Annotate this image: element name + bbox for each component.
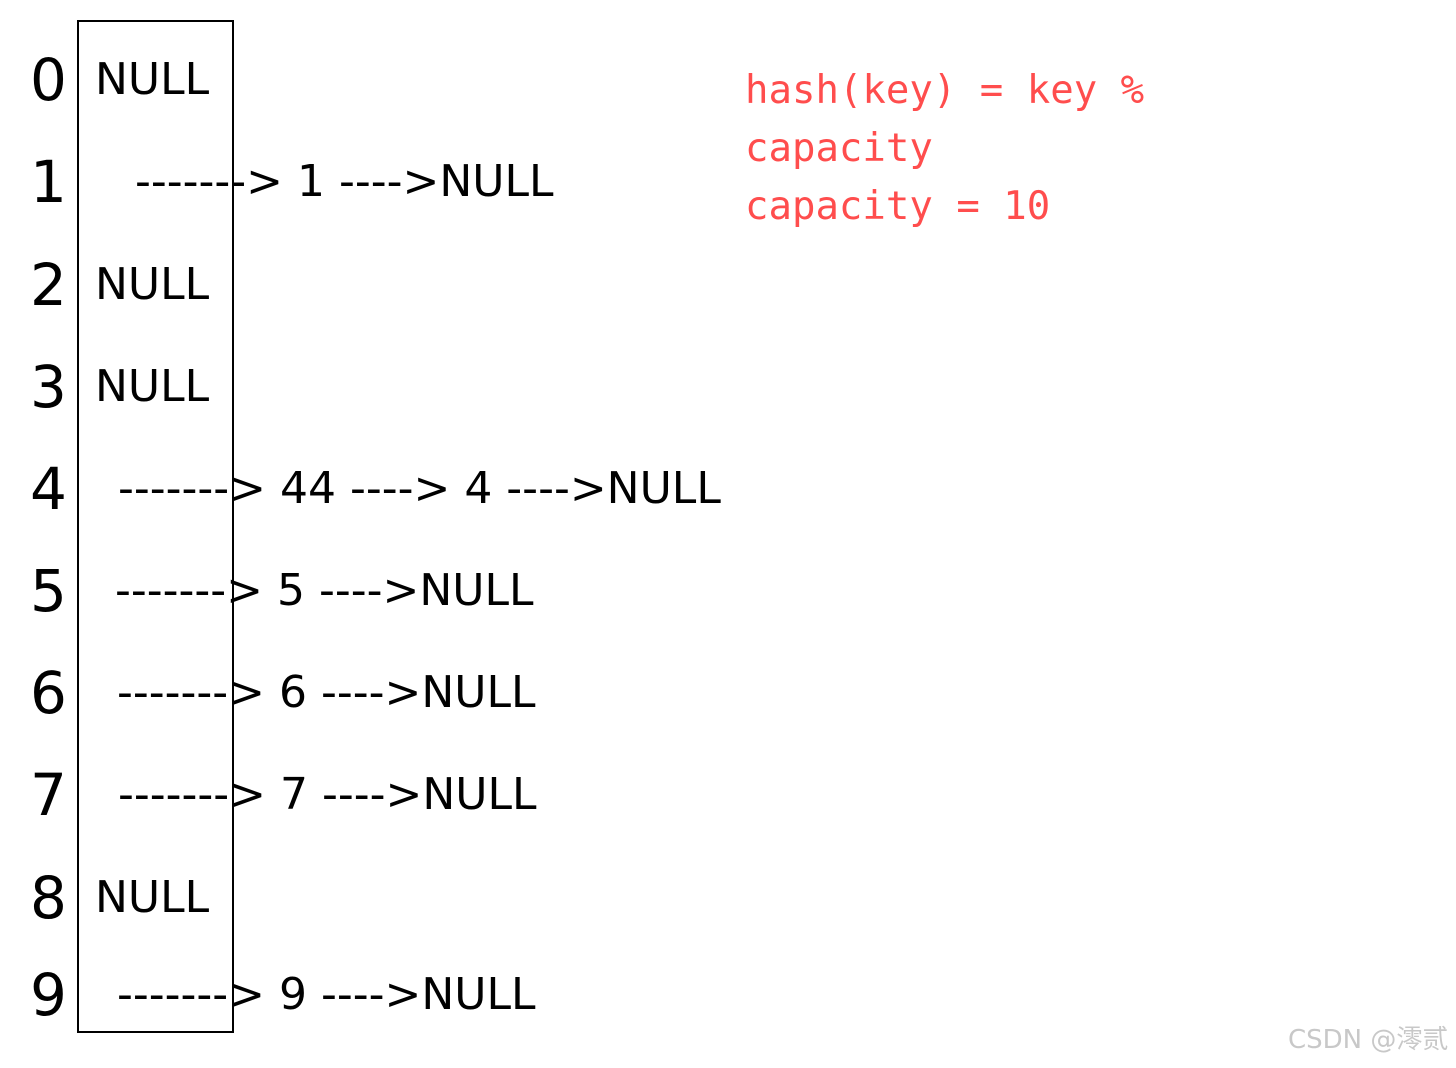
bucket-row-3: 3 NULL bbox=[0, 347, 900, 427]
bucket-index: 6 bbox=[30, 659, 67, 727]
bucket-row-5: 5 -------> 5 ---->NULL bbox=[0, 551, 900, 631]
bucket-row-6: 6 -------> 6 ---->NULL bbox=[0, 653, 900, 733]
bucket-index: 1 bbox=[30, 148, 67, 216]
bucket-row-7: 7 -------> 7 ---->NULL bbox=[0, 755, 900, 835]
bucket-row-2: 2 NULL bbox=[0, 245, 900, 325]
bucket-null-label: NULL bbox=[95, 54, 210, 105]
bucket-index: 9 bbox=[30, 961, 67, 1029]
hash-formula: hash(key) = key % capacity capacity = 10 bbox=[745, 62, 1144, 236]
formula-line-3: capacity = 10 bbox=[745, 184, 1051, 229]
bucket-array-box bbox=[77, 20, 234, 1033]
bucket-null-label: NULL bbox=[95, 872, 210, 923]
bucket-row-1: 1 -------> 1 ---->NULL bbox=[0, 142, 900, 222]
bucket-row-9: 9 -------> 9 ---->NULL bbox=[0, 955, 900, 1035]
bucket-index: 8 bbox=[30, 864, 67, 932]
bucket-index: 0 bbox=[30, 46, 67, 114]
bucket-chain: -------> 44 ----> 4 ---->NULL bbox=[118, 463, 721, 514]
bucket-index: 5 bbox=[30, 557, 67, 625]
formula-line-2: capacity bbox=[745, 126, 933, 171]
bucket-chain: -------> 5 ---->NULL bbox=[115, 565, 534, 616]
bucket-chain: -------> 1 ---->NULL bbox=[135, 156, 554, 207]
bucket-index: 3 bbox=[30, 353, 67, 421]
bucket-index: 7 bbox=[30, 761, 67, 829]
bucket-null-label: NULL bbox=[95, 361, 210, 412]
bucket-index: 2 bbox=[30, 251, 67, 319]
bucket-chain: -------> 9 ---->NULL bbox=[117, 969, 536, 1020]
formula-line-1: hash(key) = key % bbox=[745, 68, 1145, 113]
bucket-row-4: 4 -------> 44 ----> 4 ---->NULL bbox=[0, 449, 900, 529]
bucket-row-8: 8 NULL bbox=[0, 858, 900, 938]
bucket-chain: -------> 7 ---->NULL bbox=[118, 769, 537, 820]
bucket-row-0: 0 NULL bbox=[0, 40, 900, 120]
csdn-watermark: CSDN @澪贰 bbox=[1288, 1025, 1449, 1055]
bucket-chain: -------> 6 ---->NULL bbox=[117, 667, 536, 718]
bucket-null-label: NULL bbox=[95, 259, 210, 310]
bucket-index: 4 bbox=[30, 455, 67, 523]
